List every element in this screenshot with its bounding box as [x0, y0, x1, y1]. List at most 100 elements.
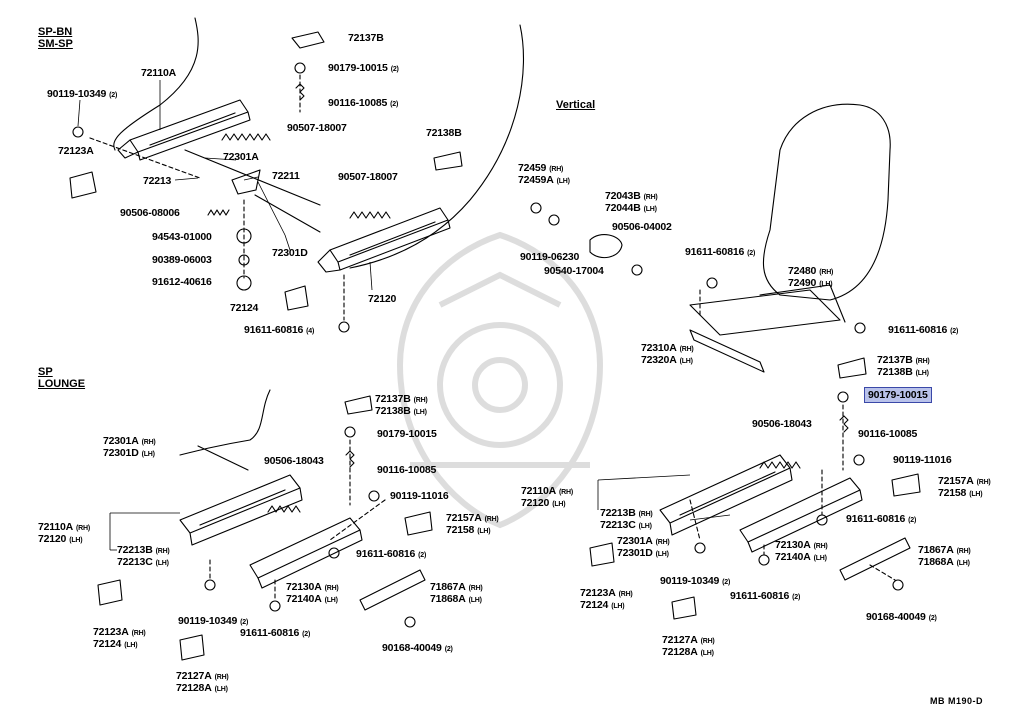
- part-label[interactable]: 90116-10085(2): [328, 97, 399, 109]
- part-label[interactable]: 72301A(RH)72301D(LH): [617, 535, 670, 559]
- part-label[interactable]: 72110A: [141, 67, 177, 79]
- part-label[interactable]: 72213: [143, 175, 172, 187]
- part-label[interactable]: 91611-60816(2): [356, 548, 427, 560]
- part-label[interactable]: 71867A(RH)71868A(LH): [430, 581, 483, 605]
- wire-72301: [184, 149, 321, 233]
- part-label[interactable]: 90168-40049(2): [382, 642, 453, 654]
- part-label[interactable]: 91611-60816(4): [244, 324, 315, 336]
- bolt-91612: [236, 275, 252, 291]
- handle-72043b: [589, 234, 623, 259]
- bolt-90119: [72, 126, 84, 138]
- part-label[interactable]: 91611-60816(2): [685, 246, 756, 258]
- part-label[interactable]: 72301D: [272, 247, 308, 259]
- part-label[interactable]: 72157A(RH)72158(LH): [938, 475, 991, 499]
- link-72310a: [689, 329, 765, 373]
- part-label[interactable]: 71867A(RH)71868A(LH): [918, 544, 971, 568]
- part-label[interactable]: 72123A(RH)72124(LH): [93, 626, 146, 650]
- rail-72110a-lounge: [179, 474, 301, 534]
- part-label[interactable]: 91612-40616: [152, 276, 212, 288]
- part-label[interactable]: 72157A(RH)72158(LH): [446, 512, 499, 536]
- clip-72123a-vert: [589, 542, 615, 567]
- lever-72211: [231, 169, 261, 195]
- part-label[interactable]: 91611-60816(2): [730, 590, 801, 602]
- spring-90507-lower: [349, 211, 391, 219]
- clip-72123a: [69, 171, 97, 199]
- part-label[interactable]: 90119-10349(2): [47, 88, 118, 100]
- part-label[interactable]: 72213B(RH)72213C(LH): [117, 544, 170, 568]
- clip-72138b: [433, 151, 463, 171]
- spring-90506: [207, 209, 230, 216]
- clip-72137b: [291, 31, 325, 49]
- part-label[interactable]: 90507-18007: [287, 122, 347, 134]
- nut-90179: [294, 62, 306, 74]
- part-label[interactable]: 90116-10085: [858, 428, 918, 440]
- bracket-71867a-vert: [839, 537, 911, 581]
- part-label[interactable]: 90506-18043: [752, 418, 812, 430]
- part-label[interactable]: 72137B(RH)72138B(LH): [375, 393, 428, 417]
- part-label[interactable]: 72130A(RH)72140A(LH): [286, 581, 339, 605]
- part-label[interactable]: 90506-04002: [612, 221, 672, 233]
- clip-72127a-lounge: [179, 634, 205, 661]
- part-label[interactable]: 72211: [272, 170, 300, 182]
- part-label[interactable]: 90179-10015(2): [328, 62, 399, 74]
- part-label[interactable]: 90116-10085: [377, 464, 437, 476]
- part-label[interactable]: 90119-06230: [520, 251, 580, 263]
- part-label[interactable]: 72124: [230, 302, 259, 314]
- part-label[interactable]: 90179-10015: [377, 428, 437, 440]
- spring-90506-lounge: [267, 505, 301, 513]
- rail-72130a-lounge: [249, 517, 361, 579]
- spring-90507-upper: [221, 133, 271, 141]
- part-label-highlighted[interactable]: 90179-10015: [864, 387, 932, 403]
- clip-72123a-lounge: [97, 579, 123, 606]
- rod-72480: [759, 284, 846, 323]
- part-label[interactable]: 72138B: [426, 127, 462, 139]
- part-label[interactable]: 72127A(RH)72128A(LH): [662, 634, 715, 658]
- part-label[interactable]: 72480(RH)72490(LH): [788, 265, 834, 289]
- part-label[interactable]: 90119-11016: [390, 490, 449, 502]
- part-label[interactable]: 72137B(RH)72138B(LH): [877, 354, 930, 378]
- clip-72124: [284, 285, 309, 311]
- part-label[interactable]: 90540-17004: [544, 265, 604, 277]
- part-label[interactable]: 72123A: [58, 145, 94, 157]
- part-label[interactable]: 90506-18043: [264, 455, 324, 467]
- bolt-91611: [338, 321, 350, 333]
- seat-outline-vertical: [762, 103, 891, 301]
- part-label[interactable]: 72301A(RH)72301D(LH): [103, 435, 156, 459]
- part-label[interactable]: 90119-10349(2): [178, 615, 249, 627]
- part-label[interactable]: 72043B(RH)72044B(LH): [605, 190, 658, 214]
- part-label[interactable]: 72123A(RH)72124(LH): [580, 587, 633, 611]
- part-label[interactable]: 94543-01000: [152, 231, 212, 243]
- part-label[interactable]: 72137B: [348, 32, 384, 44]
- spring-90506-vert: [759, 461, 801, 469]
- part-label[interactable]: 91611-60816(2): [888, 324, 959, 336]
- part-label[interactable]: 72459(RH)72459A(LH): [518, 162, 570, 186]
- part-label[interactable]: 90506-08006: [120, 207, 180, 219]
- part-label[interactable]: 90507-18007: [338, 171, 398, 183]
- rail-72110a: [129, 99, 249, 153]
- clip-72137b-vert: [837, 357, 867, 379]
- part-label[interactable]: 72120: [368, 293, 397, 305]
- part-label[interactable]: 91611-60816(2): [240, 627, 311, 639]
- watermark-emblem-icon: [396, 231, 604, 529]
- part-label[interactable]: 72213B(RH)72213C(LH): [600, 507, 653, 531]
- part-label[interactable]: 90168-40049(2): [866, 611, 937, 623]
- clip-72157a-lounge: [404, 511, 433, 536]
- part-label[interactable]: 72310A(RH)72320A(LH): [641, 342, 694, 366]
- part-label[interactable]: 90119-11016: [893, 454, 952, 466]
- part-label[interactable]: 90389-06003: [152, 254, 212, 266]
- wire-72301-lounge: [197, 445, 249, 471]
- part-label[interactable]: 90119-10349(2): [660, 575, 731, 587]
- diagram-code: MB M190-D: [930, 696, 984, 706]
- part-label[interactable]: 72301A: [223, 151, 259, 163]
- clip-72157a-vert: [891, 473, 921, 497]
- part-label[interactable]: 72110A(RH)72120(LH): [38, 521, 90, 545]
- seat-outline-lounge: [179, 389, 271, 456]
- part-label[interactable]: 72110A(RH)72120(LH): [521, 485, 573, 509]
- part-label[interactable]: 72130A(RH)72140A(LH): [775, 539, 828, 563]
- section-title-vertical: Vertical: [556, 99, 596, 111]
- part-label[interactable]: 72127A(RH)72128A(LH): [176, 670, 229, 694]
- part-label[interactable]: 91611-60816(2): [846, 513, 917, 525]
